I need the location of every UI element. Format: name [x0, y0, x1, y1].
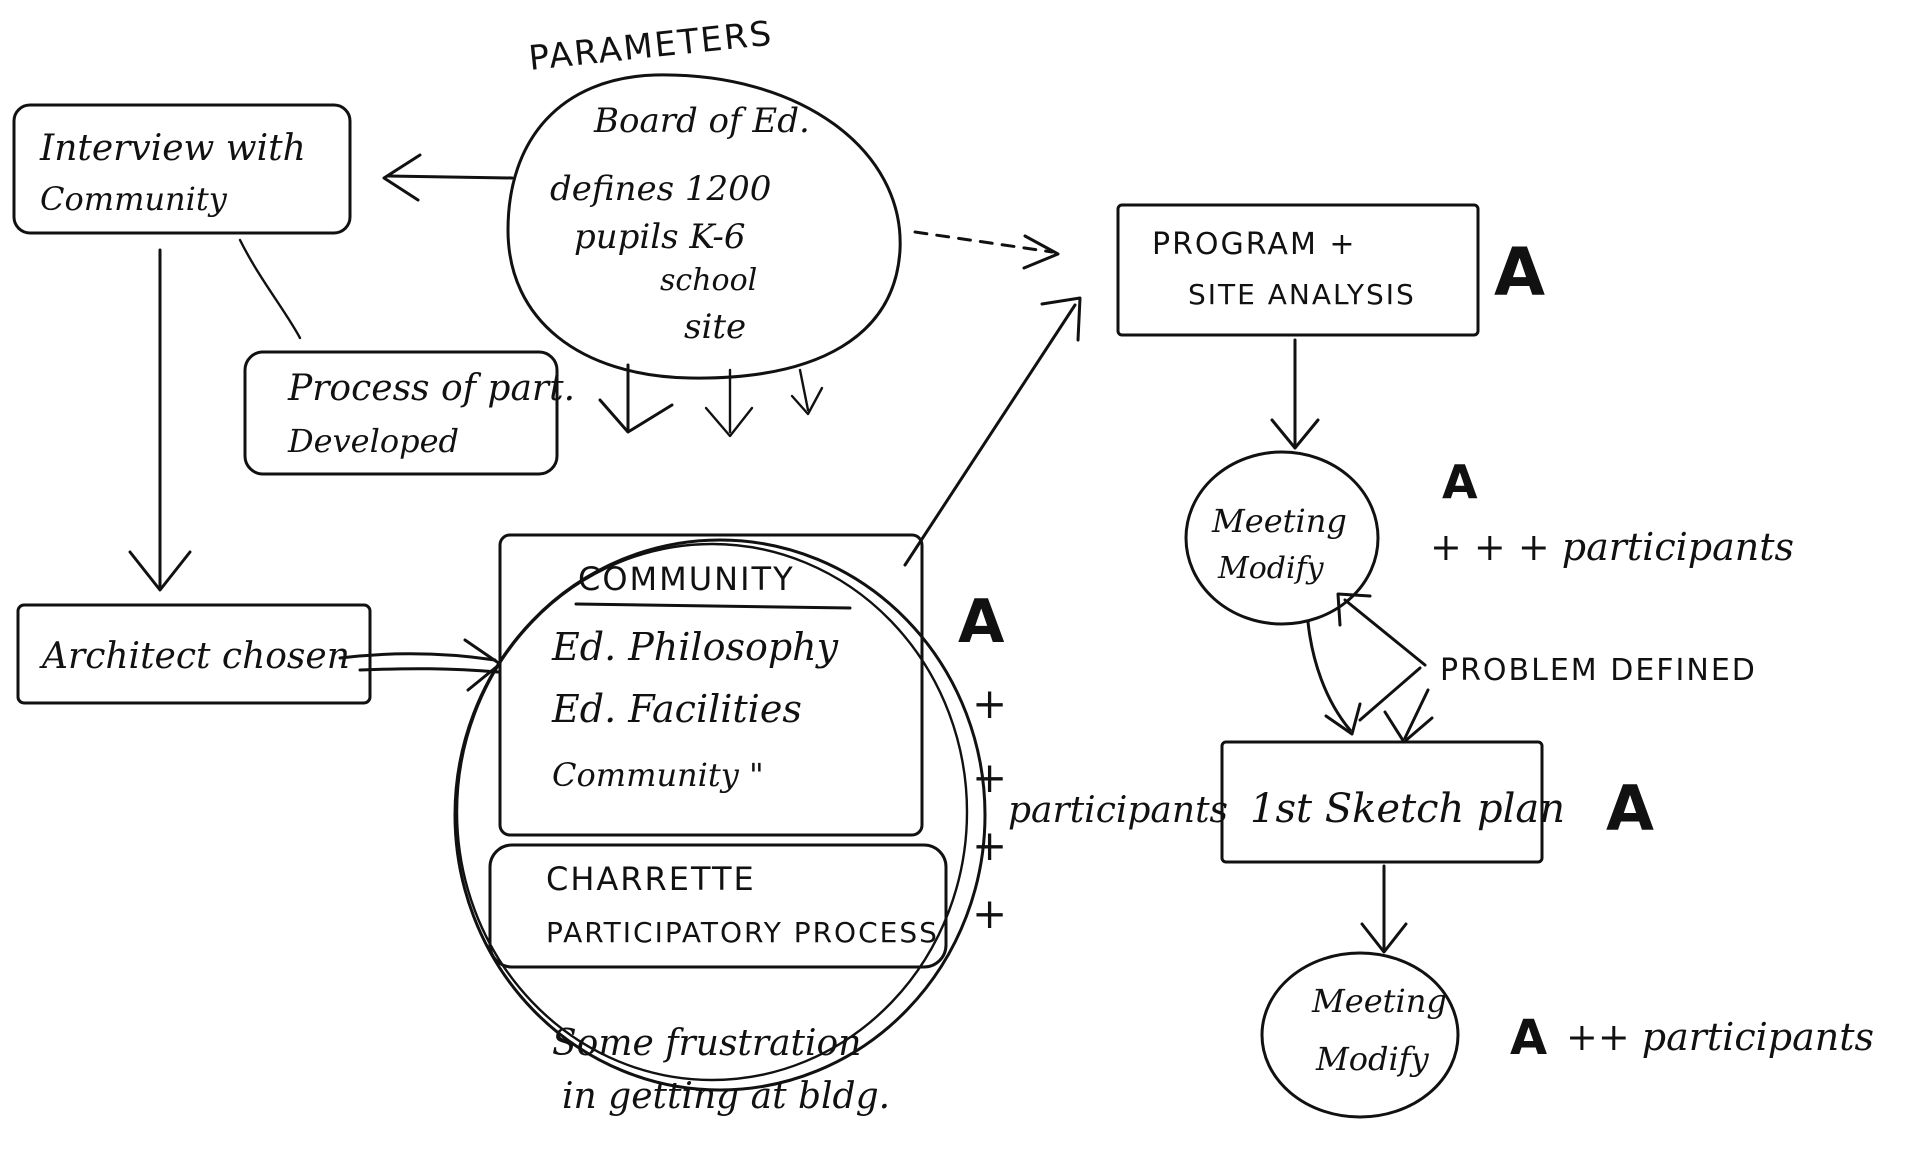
community-box — [498, 533, 924, 837]
meeting2-node: Meeting Modify — [1260, 951, 1460, 1119]
arrow-community-to-program — [903, 296, 1082, 567]
charrette-line-2: PARTICIPATORY PROCESS — [546, 916, 939, 949]
architect-label: Architect chosen — [39, 636, 350, 677]
parameters-heading: PARAMETERS — [527, 14, 775, 79]
meeting2-circle — [1260, 951, 1460, 1119]
meeting2-line-1: Meeting — [1311, 982, 1447, 1020]
process-node: Process of part. Developed — [238, 238, 575, 476]
svg-text:A: A — [1442, 455, 1480, 509]
arrow-parameters-to-interview — [382, 153, 514, 202]
program-line-2: SITE ANALYSIS — [1188, 278, 1416, 311]
community-heading: COMMUNITY — [578, 560, 795, 598]
interview-node: Interview with Community — [12, 103, 352, 235]
arrow-meeting1-to-sketch — [1306, 620, 1362, 736]
architect-mark-community: A — [958, 587, 1006, 657]
community-circle-1 — [453, 538, 987, 1092]
community-line-2: Ed. Facilities — [551, 687, 802, 731]
sketch-node: 1st Sketch plan — [1220, 740, 1565, 864]
svg-text:A: A — [1606, 772, 1656, 845]
community-node: COMMUNITY Ed. Philosophy Ed. Facilities … — [453, 533, 987, 1092]
svg-text:A: A — [1510, 1010, 1549, 1066]
process-box — [243, 350, 559, 476]
community-participants-label: participants — [1008, 790, 1228, 831]
interview-box — [12, 103, 352, 235]
svg-text:A: A — [1494, 234, 1547, 311]
architect-mark-program: A — [1494, 234, 1547, 311]
parameters-line-2: defines 1200 — [550, 169, 771, 209]
process-line-2: Developed — [287, 422, 459, 460]
architect-mark-sketch: A — [1606, 772, 1656, 845]
sketch-label: 1st Sketch plan — [1250, 786, 1565, 832]
parameters-line-3: pupils K-6 — [574, 217, 745, 257]
charrette-box — [488, 843, 948, 969]
meeting1-line-2: Modify — [1217, 551, 1325, 586]
parameters-line-5: site — [684, 307, 746, 347]
arrow-interview-to-architect — [128, 248, 192, 592]
parameters-line-1: Board of Ed. — [593, 101, 810, 141]
charrette-line-1: CHARRETTE — [546, 860, 756, 898]
interview-line-2: Community — [40, 180, 228, 218]
program-node: PROGRAM + SITE ANALYSIS — [1116, 203, 1480, 337]
arrows-problem-defined — [1336, 592, 1434, 744]
meeting1-line-1: Meeting — [1211, 502, 1347, 540]
community-note: Some frustration in getting at bldg. — [552, 1023, 890, 1117]
community-line-3: Community " — [552, 756, 764, 794]
process-connector — [238, 238, 302, 340]
parameters-down-arrows — [598, 363, 824, 438]
process-line-1: Process of part. — [287, 368, 575, 409]
arrow-architect-to-community — [338, 638, 502, 692]
meeting1-node: Meeting Modify — [1184, 450, 1380, 626]
svg-text:A: A — [958, 587, 1006, 657]
architect-mark-meeting2: A — [1510, 1010, 1549, 1066]
community-circle-2 — [455, 542, 969, 1082]
meeting2-line-2: Modify — [1315, 1040, 1430, 1078]
community-heading-underline — [574, 602, 852, 610]
community-participants: + + + + participants — [972, 679, 1228, 938]
parameters-line-4: school — [660, 263, 757, 298]
program-line-1: PROGRAM + — [1152, 227, 1357, 262]
arrow-sketch-to-meeting2 — [1360, 864, 1408, 954]
architect-node: Architect chosen — [16, 603, 372, 705]
architect-mark-meeting1: A — [1442, 455, 1480, 509]
meeting1-circle — [1184, 450, 1380, 626]
plus-mark-2: + — [972, 753, 1007, 802]
problem-defined-label: PROBLEM DEFINED — [1440, 653, 1757, 688]
parameters-node: PARAMETERS Board of Ed. defines 1200 pup… — [506, 14, 902, 380]
plus-mark-3: + — [972, 821, 1007, 870]
sketch-box — [1220, 740, 1544, 864]
interview-line-1: Interview with — [39, 128, 306, 169]
arrow-parameters-to-program — [913, 230, 1060, 270]
plus-mark-1: + — [972, 679, 1007, 728]
community-note-line-1: Some frustration — [552, 1023, 861, 1064]
community-line-1: Ed. Philosophy — [551, 625, 839, 669]
arrow-program-to-meeting1 — [1270, 338, 1320, 450]
community-note-line-2: in getting at bldg. — [562, 1076, 890, 1117]
plus-mark-4: + — [972, 889, 1007, 938]
parameters-circle — [506, 73, 902, 380]
meeting1-participants: + + + participants — [1430, 525, 1794, 569]
program-box — [1116, 203, 1480, 337]
meeting2-participants: ++ participants — [1566, 1015, 1874, 1059]
